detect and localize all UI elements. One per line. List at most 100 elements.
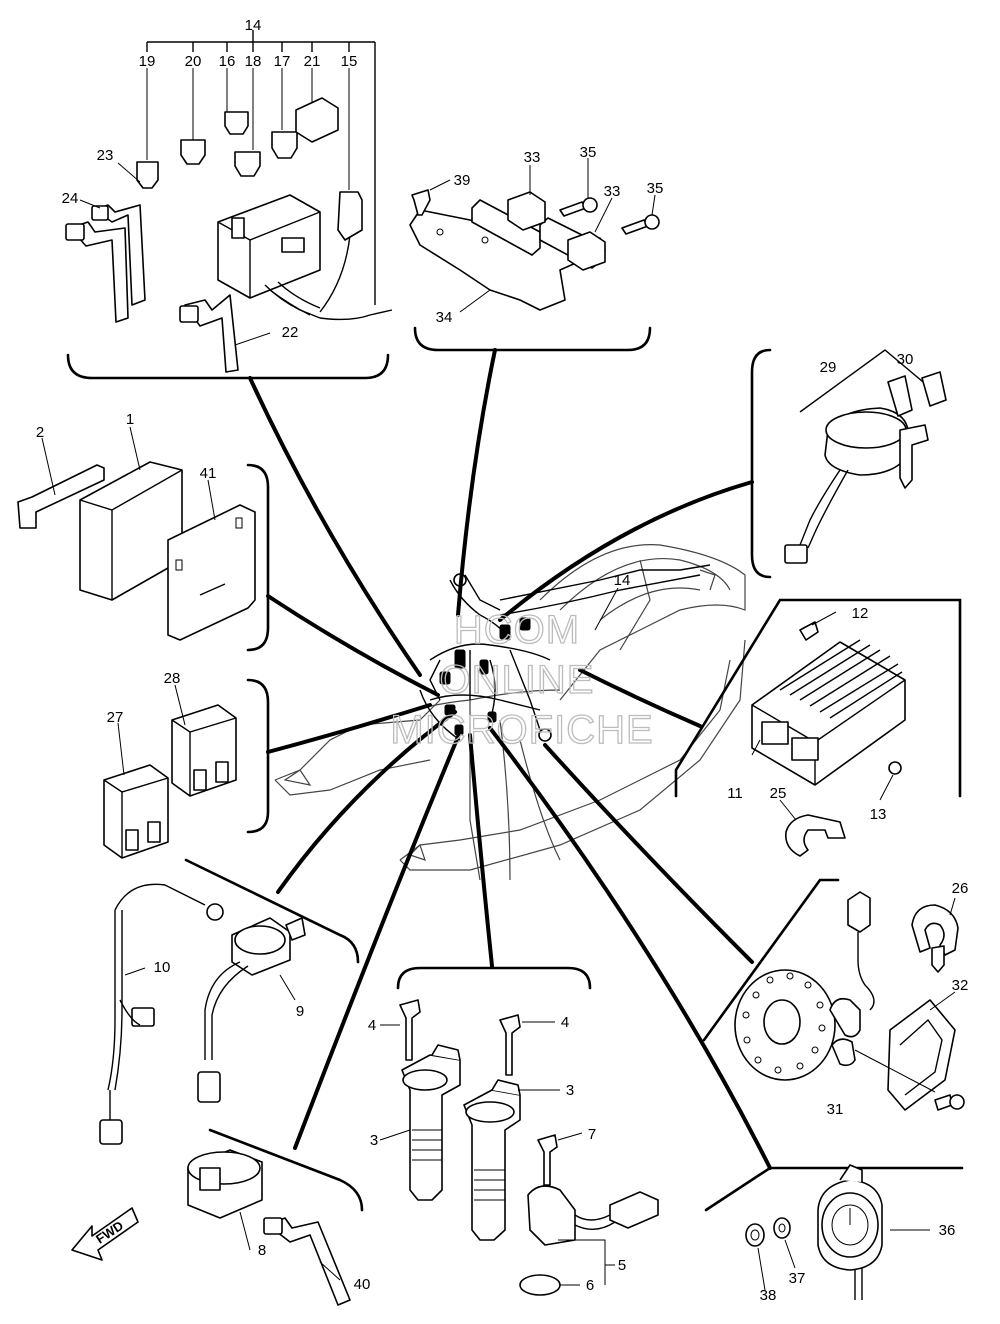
callout-9: 9: [296, 1003, 304, 1020]
rectifier-11-icon: [751, 641, 906, 786]
callout-29: 29: [820, 359, 837, 376]
bolt-35-b-icon: [621, 219, 649, 235]
callout-36: 36: [939, 1222, 956, 1239]
main-switch-group: 29 30: [750, 348, 947, 579]
callout-2: 2: [36, 424, 44, 441]
fuse-20-icon: [180, 139, 206, 165]
bolt-4-b-icon: [499, 1014, 521, 1076]
cover-41-icon: [167, 504, 256, 641]
ecu-group: 1 2 41: [17, 411, 270, 652]
relay-pair-group: 27 28: [103, 670, 270, 859]
callout-1: 1: [126, 411, 134, 428]
sensor-lead-group: 10 9: [99, 858, 360, 1145]
crank-sensor-5-icon: [527, 1185, 576, 1246]
fuse-16-icon: [224, 111, 249, 135]
callout-22: 22: [282, 324, 299, 341]
callout-20: 20: [185, 53, 202, 70]
callout-7: 7: [588, 1126, 596, 1143]
callout-16: 16: [219, 53, 236, 70]
rectifier-group: 12 13 11 25: [674, 598, 962, 857]
watermark-line-1: HCOM: [454, 608, 580, 652]
callout-33-b: 33: [604, 183, 621, 200]
watermark-line-2: ONLINE: [440, 658, 595, 702]
nut-38-icon: [745, 1223, 765, 1247]
bolt-4-a-icon: [399, 999, 421, 1061]
callout-24: 24: [62, 190, 79, 207]
callout-35-b: 35: [647, 180, 664, 197]
callout-33-a: 33: [524, 149, 541, 166]
callout-27: 27: [107, 709, 124, 726]
harness-callout-group: 14: [594, 572, 631, 631]
o-ring-6-icon: [519, 1274, 561, 1296]
pickup-coil-31-icon: [829, 997, 861, 1038]
watermark-line-3: MICROFICHE: [390, 708, 653, 752]
callout-31: 31: [827, 1101, 844, 1118]
callout-41: 41: [200, 465, 217, 482]
callout-34: 34: [436, 309, 453, 326]
washer-37-icon: [773, 1217, 791, 1239]
callout-4-b: 4: [561, 1014, 569, 1031]
callout-19: 19: [139, 53, 156, 70]
clamp-23-icon: [94, 204, 146, 306]
neutral-switch-group: 8 40: [187, 1128, 371, 1306]
sensor-lead-icon: [847, 891, 871, 933]
ignition-coil-group: 4 4 3 3 7 5 6: [368, 966, 659, 1296]
callout-21: 21: [304, 53, 321, 70]
callout-18: 18: [245, 53, 262, 70]
callout-35-a: 35: [580, 144, 597, 161]
callout-12: 12: [852, 605, 869, 622]
key-30-icon: [921, 371, 947, 407]
callout-28: 28: [164, 670, 181, 687]
callout-40: 40: [354, 1276, 371, 1293]
callout-4-a: 4: [368, 1017, 376, 1034]
watermark: HCOM ONLINE MICROFICHE: [390, 607, 654, 752]
callout-39: 39: [454, 172, 471, 189]
clamp-40-icon: [267, 1217, 351, 1306]
connector-15-icon: [337, 191, 363, 241]
pickup-coil-group: 26 32 31: [702, 878, 969, 1118]
callout-25: 25: [770, 785, 787, 802]
callout-17: 17: [274, 53, 291, 70]
fuse-19-icon: [136, 161, 159, 189]
coil-3-b-icon: [463, 1089, 521, 1241]
callout-3-b: 3: [370, 1132, 378, 1149]
fuse-17-icon: [271, 131, 298, 159]
callout-6: 6: [586, 1277, 594, 1294]
callout-10: 10: [154, 959, 171, 976]
callout-26: 26: [952, 880, 969, 897]
callout-13: 13: [870, 806, 887, 823]
fuse-21-icon: [295, 97, 339, 143]
gauge-group: 36 37 38: [704, 1164, 964, 1304]
clip-25-icon: [784, 814, 846, 857]
bolt-35-a-icon: [559, 201, 587, 217]
relay-33-a-icon: [507, 191, 546, 231]
motorcycle-frame: [274, 544, 746, 881]
relay-33-b-icon: [567, 231, 606, 271]
bracket-32-icon: [887, 999, 956, 1111]
callout-11: 11: [727, 785, 743, 802]
callout-37: 37: [789, 1270, 806, 1287]
callout-14-center: 14: [614, 572, 631, 589]
leader-lines: [248, 348, 772, 1170]
callout-5: 5: [618, 1257, 626, 1274]
coil-3-a-icon: [401, 1054, 461, 1201]
clamp-24-icon: [69, 221, 129, 323]
forward-direction-indicator: FWD: [71, 1207, 139, 1261]
fuse-box-group: 14 19 20 16 18 17 21 15 23 24 22: [62, 17, 393, 380]
screw-39-icon: [411, 189, 431, 216]
callout-32: 32: [952, 977, 969, 994]
callout-3-a: 3: [566, 1082, 574, 1099]
relay-bracket-group: 33 35 33 35 39 34: [409, 144, 664, 352]
bolt-7-icon: [537, 1134, 558, 1186]
callout-30: 30: [897, 351, 914, 368]
clip-26-icon: [911, 904, 959, 956]
callout-23: 23: [97, 147, 114, 164]
callout-15: 15: [341, 53, 358, 70]
fuse-18-icon: [234, 151, 261, 177]
cable-2-icon: [17, 464, 105, 529]
callout-8: 8: [258, 1242, 266, 1259]
callout-14-top: 14: [245, 17, 262, 34]
callout-38: 38: [760, 1287, 777, 1304]
